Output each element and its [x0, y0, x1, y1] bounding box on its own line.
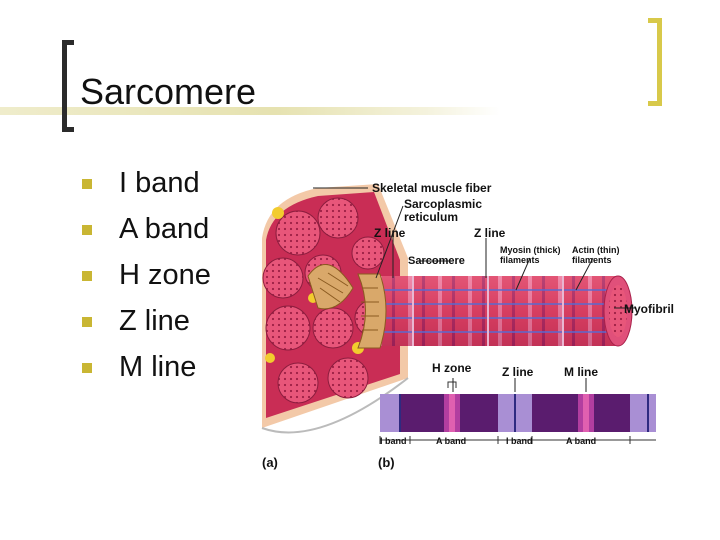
- bullet-square-icon: [82, 363, 92, 373]
- bullet-square-icon: [82, 271, 92, 281]
- label-actin: Actin (thin): [572, 245, 620, 255]
- right-bracket-decoration: [648, 18, 662, 106]
- label-a-band-2: A band: [566, 436, 596, 446]
- label-a-band-1: A band: [436, 436, 466, 446]
- myofibril-tube: [357, 273, 633, 349]
- label-panel-b: (b): [378, 455, 395, 470]
- label-myofibril: Myofibril: [624, 302, 674, 316]
- label-panel-a: (a): [262, 455, 278, 470]
- label-myosin: Myosin (thick): [500, 245, 561, 255]
- bullet-label: M line: [119, 350, 197, 383]
- left-bracket-decoration: [62, 40, 74, 132]
- muscle-anatomy-figure: Skeletal muscle fiber Sarcoplasmic retic…: [261, 181, 674, 470]
- bullet-square-icon: [82, 225, 92, 235]
- bullet-label: I band: [119, 166, 200, 199]
- bullet-label: A band: [119, 212, 210, 245]
- label-m-line: M line: [564, 365, 598, 379]
- label-actin-filaments: filaments: [572, 255, 612, 265]
- bullet-square-icon: [82, 317, 92, 327]
- title-underline-bar: [0, 107, 500, 115]
- bullet-item: A band: [82, 206, 211, 252]
- label-z-line-bottom: Z line: [502, 365, 534, 379]
- bullet-item: I band: [82, 160, 211, 206]
- slide-title: Sarcomere: [80, 71, 257, 112]
- label-myosin-filaments: filaments: [500, 255, 540, 265]
- bullet-label: H zone: [119, 258, 211, 291]
- label-z-line-left: Z line: [374, 226, 406, 240]
- bullet-label: Z line: [119, 304, 190, 337]
- label-sarcomere: Sarcomere: [408, 255, 465, 267]
- label-sarcoplasmic: Sarcoplasmic: [404, 197, 482, 211]
- label-h-zone: H zone: [432, 361, 472, 375]
- label-i-band-1: I band: [380, 436, 407, 446]
- label-z-line-right: Z line: [474, 226, 506, 240]
- bullet-item: H zone: [82, 252, 211, 298]
- muscle-fiber-bundle: [261, 184, 409, 434]
- bullet-item: Z line: [82, 298, 211, 344]
- leader-lines: [313, 187, 636, 392]
- bullet-item: M line: [82, 344, 211, 390]
- label-skeletal-muscle-fiber: Skeletal muscle fiber: [372, 181, 492, 195]
- bullet-square-icon: [82, 179, 92, 189]
- sarcomere-strip: [379, 381, 656, 444]
- label-i-band-2: I band: [506, 436, 533, 446]
- bullet-list: I band A band H zone Z line M line: [82, 160, 211, 390]
- label-reticulum: reticulum: [404, 210, 458, 224]
